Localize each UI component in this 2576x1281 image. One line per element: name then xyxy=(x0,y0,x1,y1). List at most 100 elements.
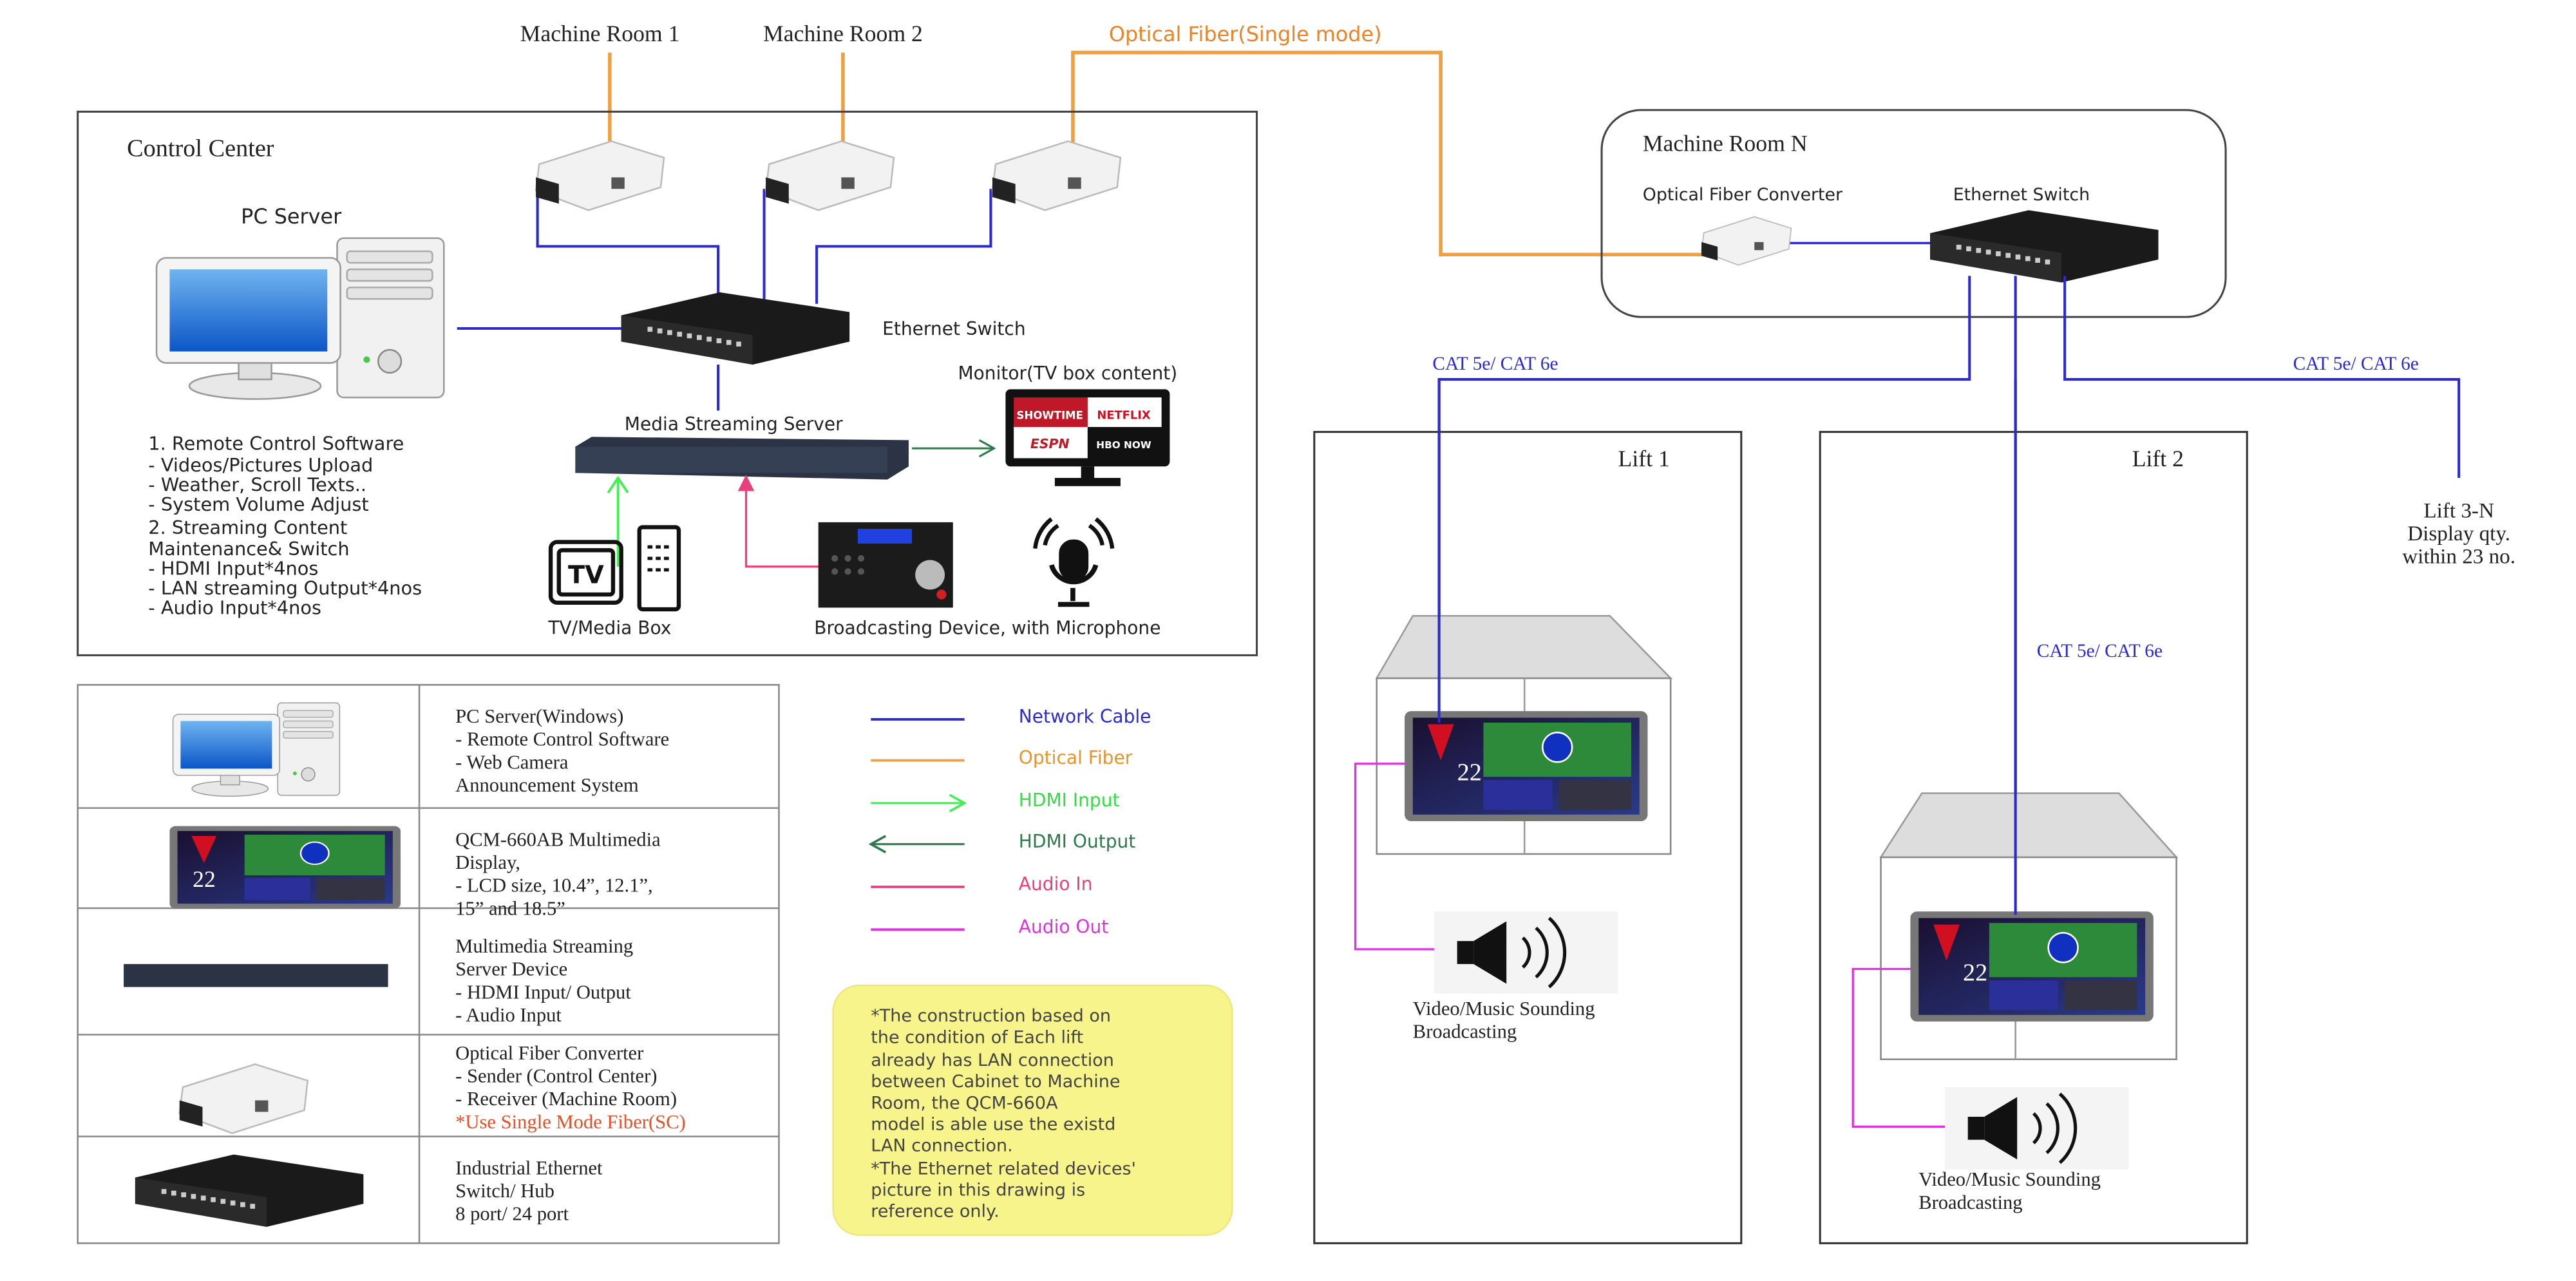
lift-2-speaker-icon xyxy=(1945,1087,2129,1170)
hdmi-output-arrow xyxy=(912,439,996,458)
svg-text:HBO NOW: HBO NOW xyxy=(1096,439,1151,451)
audio-in-arrow xyxy=(737,474,822,568)
table-cell: - Sender (Control Center) xyxy=(455,1065,657,1086)
table-cell: - HDMI Input/ Output xyxy=(455,981,631,1003)
svg-text:the condition of Each lift: the condition of Each lift xyxy=(871,1027,1083,1047)
pc-server-image xyxy=(155,237,445,400)
svg-text:NETFLIX: NETFLIX xyxy=(1097,408,1150,422)
table-cell: Industrial Ethernet xyxy=(455,1157,603,1179)
table-converter-image xyxy=(178,1063,308,1134)
table-switch-image xyxy=(135,1154,364,1227)
machine-room-switch-label: Ethernet Switch xyxy=(1953,185,2090,205)
machine-room-converter-image xyxy=(1701,216,1792,266)
table-cell: - LCD size, 10.4”, 12.1”, xyxy=(455,875,653,897)
legend-item: HDMI Input xyxy=(1019,790,1120,811)
table-cell: Display, xyxy=(455,851,520,873)
svg-text:Room, the QCM-660A: Room, the QCM-660A xyxy=(871,1093,1058,1113)
svg-text:22: 22 xyxy=(1963,959,1987,986)
note-text: *The construction based on the condition… xyxy=(871,1006,1136,1221)
fiber-converter-3-image xyxy=(991,140,1122,211)
feature-item: - Weather, Scroll Texts.. xyxy=(148,473,366,495)
svg-text:Video/Music Sounding: Video/Music Sounding xyxy=(1413,998,1595,1020)
feature-item: 1. Remote Control Software xyxy=(148,433,404,455)
lift-3-n-label: Lift 3-N Display qty. within 23 no. xyxy=(2402,498,2515,568)
lift-2: Lift 2 22 Video/Music Sounding Broadcast… xyxy=(1819,379,2248,1244)
table-streaming-server-image xyxy=(124,963,388,987)
feature-item: - Videos/Pictures Upload xyxy=(148,454,373,476)
microphone-icon xyxy=(1033,517,1115,607)
optical-fiber-cables xyxy=(608,50,1709,257)
machine-room-switch-image xyxy=(1930,210,2159,283)
fiber-converter-2-image xyxy=(764,140,895,211)
legend-item: HDMI Output xyxy=(1019,831,1135,852)
machine-room-1-label: Machine Room 1 xyxy=(520,21,680,46)
feature-item: - HDMI Input*4nos xyxy=(148,558,318,580)
lift-2-title: Lift 2 xyxy=(2132,446,2184,471)
table-cell: Announcement System xyxy=(455,774,639,796)
svg-text:*The Ethernet related devices': *The Ethernet related devices' xyxy=(871,1159,1136,1179)
svg-text:22: 22 xyxy=(1457,759,1482,786)
table-pc-image xyxy=(172,702,341,797)
svg-text:*The construction based on: *The construction based on xyxy=(871,1006,1111,1026)
monitor-label: Monitor(TV box content) xyxy=(958,363,1177,384)
broadcasting-device-image xyxy=(818,522,953,608)
lift-1: Lift 1 22 Video/Music Sounding Broadcast… xyxy=(1313,379,1743,1244)
control-center-title: Control Center xyxy=(127,135,274,162)
table-cell-warning: *Use Single Mode Fiber(SC) xyxy=(455,1111,686,1133)
machine-room-converter-label: Optical Fiber Converter xyxy=(1643,185,1842,205)
machine-room-n-title: Machine Room N xyxy=(1643,131,1808,157)
pc-server-label: PC Server xyxy=(241,204,342,229)
table-cell: - Audio Input xyxy=(455,1004,562,1026)
table-cell: 15” and 18.5” xyxy=(455,897,565,919)
media-streaming-server-label: Media Streaming Server xyxy=(625,413,843,435)
svg-text:Video/Music Sounding: Video/Music Sounding xyxy=(1918,1168,2101,1190)
table-cell: QCM-660AB Multimedia xyxy=(455,828,661,850)
cable-label-lift-2: CAT 5e/ CAT 6e xyxy=(2037,641,2163,661)
svg-text:Broadcasting: Broadcasting xyxy=(1413,1021,1517,1043)
svg-text:between Cabinet to Machine: between Cabinet to Machine xyxy=(871,1072,1120,1092)
legend-item: Audio In xyxy=(1019,873,1093,895)
hdmi-input-arrow xyxy=(607,475,629,567)
svg-text:already has LAN connection: already has LAN connection xyxy=(871,1050,1114,1070)
broadcasting-device-label: Broadcasting Device, with Microphone xyxy=(814,617,1160,638)
feature-item: - System Volume Adjust xyxy=(148,493,368,515)
table-cell: Multimedia Streaming xyxy=(455,935,633,957)
tv-media-box-label: TV/Media Box xyxy=(547,617,671,638)
table-cell: - Web Camera xyxy=(455,751,569,773)
svg-text:22: 22 xyxy=(193,866,216,892)
lift-2-audio-out xyxy=(1852,967,1947,1128)
lift-2-display xyxy=(1909,910,2155,1023)
svg-text:model is able use the existd: model is able use the existd xyxy=(871,1114,1115,1134)
svg-text:reference only.: reference only. xyxy=(871,1202,999,1222)
lift-1-speaker-icon xyxy=(1434,911,1618,994)
svg-text:ESPN: ESPN xyxy=(1030,436,1070,451)
table-cell: - Receiver (Machine Room) xyxy=(455,1088,677,1110)
svg-text:LAN connection.: LAN connection. xyxy=(871,1136,1012,1156)
media-streaming-server-image xyxy=(575,437,909,480)
svg-text:within 23 no.: within 23 no. xyxy=(2402,545,2515,569)
optical-fiber-label: Optical Fiber(Single mode) xyxy=(1109,22,1382,46)
cable-label-lift-1: CAT 5e/ CAT 6e xyxy=(1432,354,1558,374)
table-cell: Switch/ Hub xyxy=(455,1180,554,1202)
machine-room-n-box xyxy=(1600,109,2227,318)
legend: Network Cable Optical Fiber HDMI Input H… xyxy=(868,706,1151,937)
machine-room-2-label: Machine Room 2 xyxy=(763,21,923,46)
tv-media-box-icon: TV xyxy=(548,525,681,612)
svg-text:Broadcasting: Broadcasting xyxy=(1918,1191,2022,1213)
table-cell: - Remote Control Software xyxy=(455,728,669,750)
ethernet-switch-image xyxy=(621,292,850,365)
monitor-image: SHOWTIME NETFLIX ESPN HBO NOW xyxy=(1005,389,1170,486)
table-cell: 8 port/ 24 port xyxy=(455,1203,569,1225)
feature-item: Maintenance& Switch xyxy=(148,538,349,560)
legend-item: Audio Out xyxy=(1019,916,1108,937)
lift-1-display xyxy=(1403,710,1649,822)
lift-1-title: Lift 1 xyxy=(1618,446,1670,471)
legend-item: Optical Fiber xyxy=(1019,747,1133,768)
table-cell: Optical Fiber Converter xyxy=(455,1042,643,1064)
svg-text:Display qty.: Display qty. xyxy=(2407,522,2510,546)
feature-item: - Audio Input*4nos xyxy=(148,597,321,619)
svg-text:SHOWTIME: SHOWTIME xyxy=(1017,409,1083,421)
svg-text:TV: TV xyxy=(568,560,604,589)
fiber-converter-1-image xyxy=(535,140,665,211)
